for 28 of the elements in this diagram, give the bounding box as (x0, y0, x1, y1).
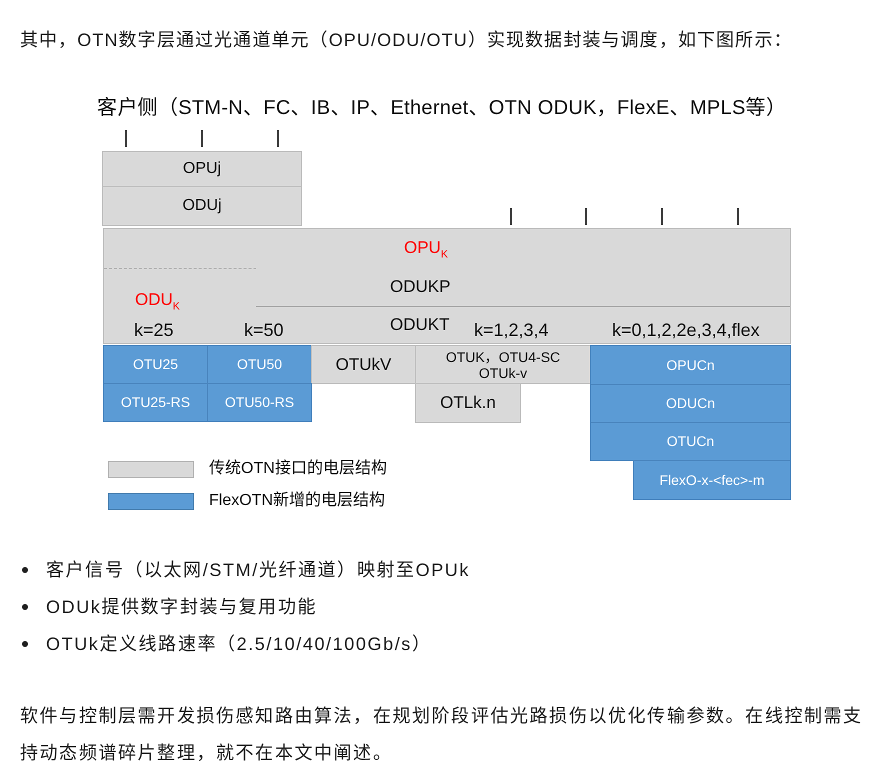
k-value-label: k=25 (134, 319, 174, 341)
paragraph-text: 其中，OTN数字层通过光通道单元（OPU/ODU/OTU）实现数据封装与调度，如下图所示： (20, 29, 792, 52)
legend-label: 传统OTN接口的电层结构 (209, 458, 387, 479)
layer-box: OTU50-RS (207, 383, 312, 422)
paragraph-text: 软件与控制层需开发损伤感知路由算法，在规划阶段评估光路损伤以优化传输参数。在线控制需支持动态频谱碎片整理，就不在本文中阐述。 (20, 705, 864, 765)
k-value-label: k=50 (244, 319, 284, 341)
k-value-label: k=0,1,2,2e,3,4,flex (612, 319, 760, 341)
layer-band: ODUKP (256, 268, 790, 307)
layer-box: OTUCn (590, 422, 791, 461)
client-side-label: 客户侧（STM-N、FC、IB、IP、Ethernet、OTN ODUK，FlexE、MPLS等） (97, 96, 786, 121)
layer-box: ODUj (102, 186, 302, 226)
layer-box: OTU25-RS (103, 383, 208, 422)
layer-box: ODUCn (590, 384, 791, 423)
bullet-text: 客户信号（以太网/STM/光纤通道）映射至OPUk (46, 559, 470, 582)
k-value-label: k=1,2,3,4 (474, 319, 549, 341)
layer-box: OTU50 (207, 345, 312, 384)
layer-box (103, 228, 791, 344)
layer-box: OTUK，OTU4-SC OTUk-v (415, 345, 591, 384)
layer-box: OTLk.n (415, 383, 521, 423)
bullet-text: ODUk提供数字封装与复用功能 (46, 596, 317, 619)
layer-box: OTU25 (103, 345, 208, 384)
bullet-text: OTUk定义线路速率（2.5/10/40/100Gb/s） (46, 633, 432, 656)
layer-box: OPUCn (590, 345, 791, 385)
layer-label: ODU$_{K}$ (135, 289, 180, 314)
layer-box: OTUkV (311, 345, 416, 384)
layer-box: OPUj (102, 151, 302, 187)
legend-label: FlexOTN新增的电层结构 (209, 490, 385, 511)
layer-box: FlexO-x-<fec>-m (633, 460, 791, 500)
